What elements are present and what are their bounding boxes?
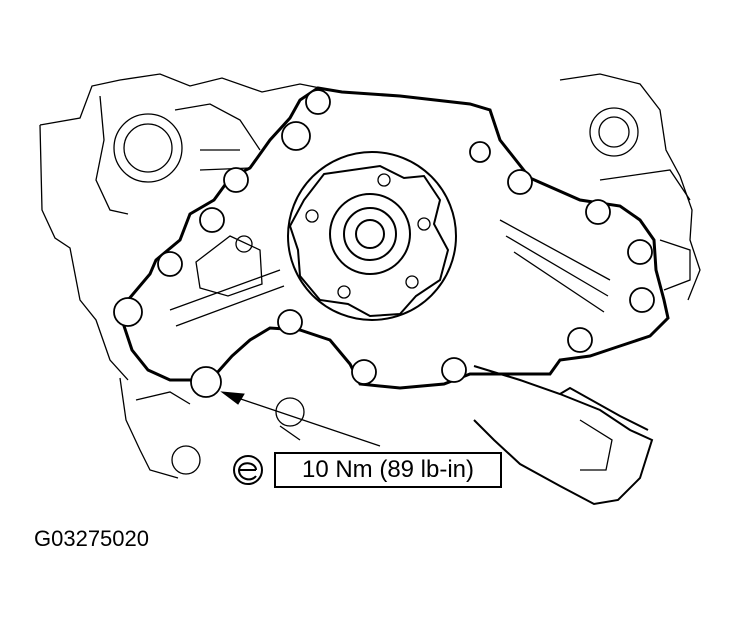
pump-pulley-hub	[169, 151, 457, 327]
engine-block-background	[39, 73, 701, 479]
torqued-bolt	[190, 366, 222, 398]
torque-spec-text: 10 Nm (89 lb-in)	[301, 456, 475, 483]
circled-e-icon	[233, 455, 263, 485]
mounting-bolts	[113, 89, 655, 398]
pointer-arrow-icon	[220, 391, 381, 447]
figure-id-label: G03275020	[34, 526, 149, 551]
torque-spec-callout: 10 Nm (89 lb-in)	[274, 452, 502, 488]
